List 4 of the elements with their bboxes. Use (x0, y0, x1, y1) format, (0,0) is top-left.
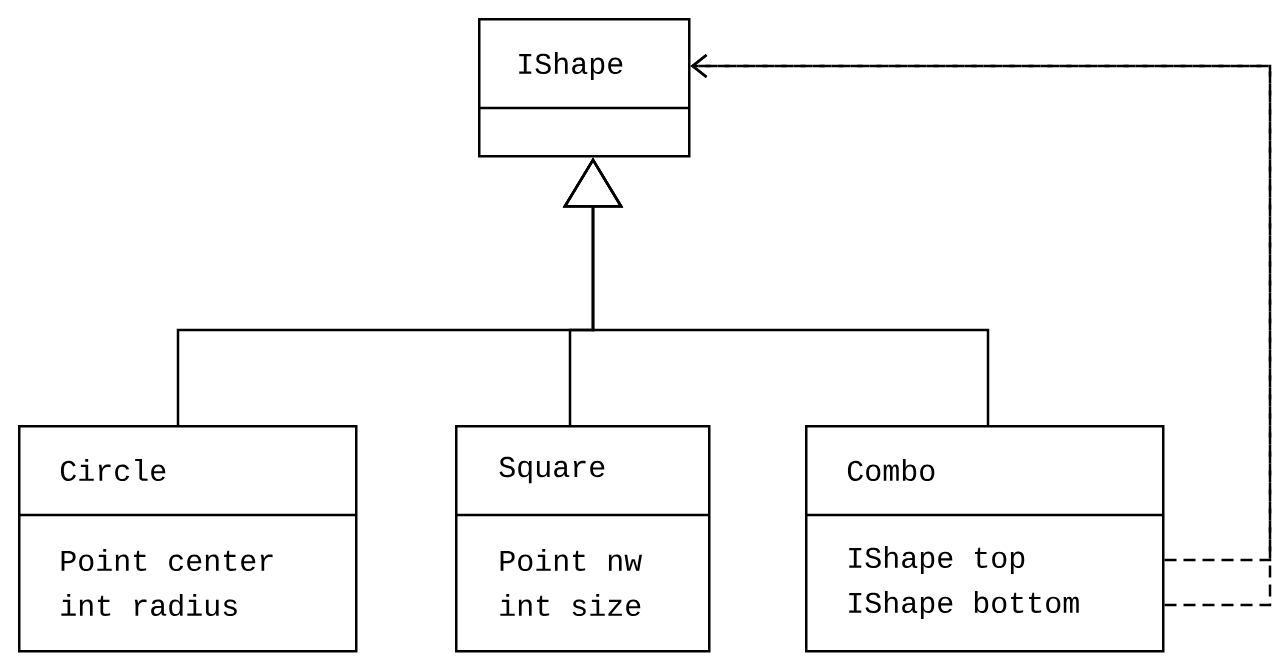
class-box: Combo IShape top IShape bottom (805, 425, 1165, 653)
class-box: Square Point nw int size (455, 425, 711, 653)
class-box: Circle Point center int radius (18, 425, 358, 653)
class-box: IShape (478, 18, 691, 158)
